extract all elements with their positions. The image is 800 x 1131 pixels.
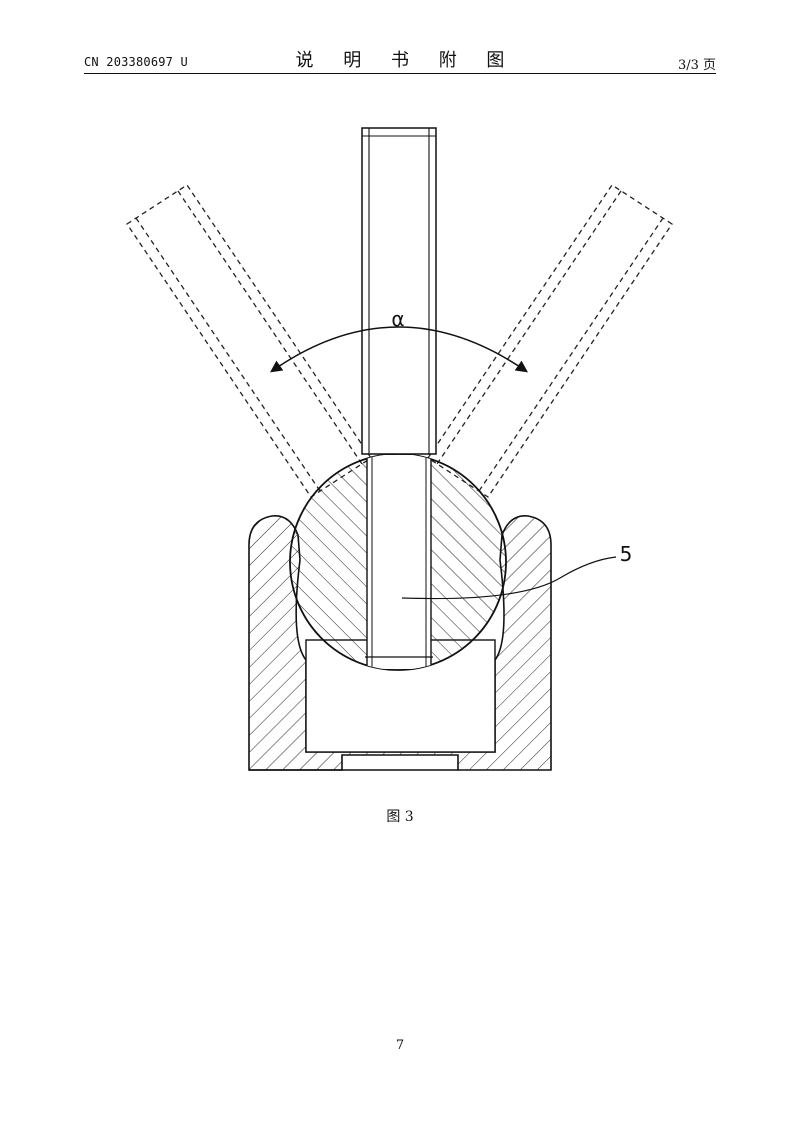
angle-label: α xyxy=(391,307,404,331)
ball-joint xyxy=(289,453,507,671)
figure-caption: 图 3 xyxy=(386,809,414,825)
page-number: 7 xyxy=(395,1038,405,1053)
page-header: CN 203380697 U 说 明 书 附 图 3/3 页 xyxy=(84,44,716,74)
angle-arc xyxy=(270,326,528,373)
page-indicator: 3/3 页 xyxy=(677,58,716,73)
right-rod-phantom xyxy=(427,184,673,498)
left-rod-phantom xyxy=(126,184,372,498)
patent-number: CN 203380697 U xyxy=(84,55,188,69)
header-rule xyxy=(84,73,716,74)
part-leader-line xyxy=(401,556,617,600)
part-label: 5 xyxy=(620,542,633,566)
section-title: 说 明 书 附 图 xyxy=(295,50,517,71)
vertical-rod xyxy=(361,127,437,455)
housing xyxy=(248,515,552,771)
